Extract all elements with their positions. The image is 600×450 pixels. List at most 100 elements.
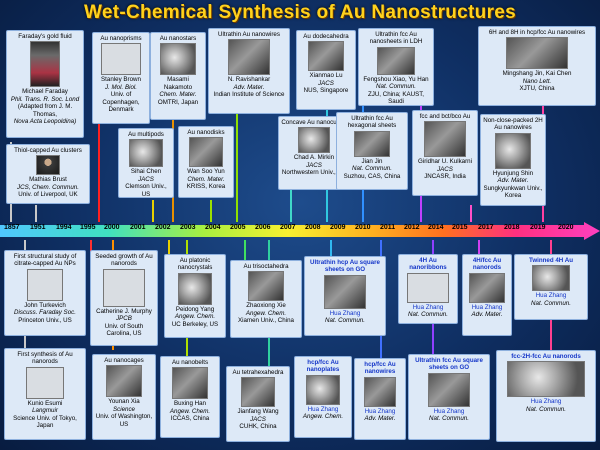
card-journal: JACS	[318, 79, 334, 87]
year-label: 2004	[205, 224, 221, 231]
card-nanobelts: Au nanobelts Buxing Han Angew. Chem. ICC…	[160, 356, 220, 438]
card-citrate-nps: First structural study of citrate-capped…	[4, 250, 86, 336]
card-4h-nanoribbons: 4H Au nanoribbons Hua Zhang Nat. Commun.	[398, 254, 458, 324]
card-author: Catherine J. Murphy	[96, 307, 152, 315]
tetrahexahedra-micrograph	[241, 377, 275, 408]
card-heading: hcp/fcc Au nanoplates	[306, 359, 340, 374]
year-label: 2006	[255, 224, 271, 231]
4h-nanorod-micrograph	[469, 272, 505, 303]
card-journal: Adv. Mater.	[497, 177, 529, 185]
year-label: 2001	[130, 224, 146, 231]
card-heading: Ultrathin fcc Au nanosheets in LDH	[369, 31, 423, 46]
card-fcc-bct: fcc and bct/bco Au Giridhar U. Kulkarni …	[412, 110, 478, 196]
card-author: N. Ravishankar	[227, 76, 271, 84]
card-author: Hua Zhang	[412, 303, 444, 311]
card-heading: Non-close-packed 2H Au nanowires	[483, 117, 543, 132]
connector-line	[210, 200, 212, 222]
card-journal: JPCB	[116, 315, 132, 323]
hexagonal-sheet-micrograph	[354, 130, 390, 157]
card-journal: JACS	[437, 165, 453, 173]
year-label: 2011	[380, 224, 396, 231]
nanoprism-micrograph	[101, 43, 141, 76]
connector-line	[35, 205, 37, 222]
timeline-arrow	[0, 222, 600, 240]
year-label: 2017	[478, 224, 494, 231]
year-label: 1857	[4, 224, 20, 231]
card-journal: Langmuir	[32, 407, 58, 415]
card-journal: Angew. Chem.	[169, 407, 211, 415]
card-first-nanorods: First synthesis of Au nanorods Kunio Esu…	[4, 348, 86, 440]
year-label: 2015	[452, 224, 468, 231]
year-label: 2020	[558, 224, 574, 231]
card-author: Wan Soo Yun	[187, 168, 225, 176]
card-heading: Au dodecahedra	[303, 33, 349, 40]
multipod-micrograph	[129, 139, 163, 168]
card-author: Hua Zhang	[329, 309, 361, 317]
card-affiliation: OMTRI, Japan	[157, 98, 199, 106]
card-heading: Faraday's gold fluid	[18, 33, 72, 40]
card-affiliation: JNCASR, India	[424, 173, 466, 181]
card-fcc-square-sheets: Ultrathin fcc Au square sheets on GO Hua…	[408, 354, 490, 440]
card-twinned-4h: Twinned 4H Au Hua Zhang Nat. Commun.	[514, 254, 588, 320]
card-affiliation: XJTU, China	[519, 85, 555, 93]
card-hexagonal-sheets: Ultrathin fcc Au hexagonal sheets Jian J…	[336, 112, 408, 190]
nanobelt-micrograph	[172, 367, 208, 400]
card-journal: Nat. Commun.	[325, 317, 365, 325]
nanocube-micrograph	[298, 127, 330, 154]
card-nanoprisms: Au nanoprisms Stanley Brown J. Mol. Biol…	[92, 32, 150, 124]
card-heading: fcc-2H-fcc Au nanorods	[511, 353, 581, 360]
card-author: Hua Zhang	[471, 303, 503, 311]
card-affiliation: Univ. of South Carolina, US	[104, 322, 144, 338]
card-heading: 4H/fcc Au nanorods	[472, 257, 502, 272]
card-author: Jian Jin	[361, 157, 383, 165]
card-author: Michael Faraday	[22, 88, 68, 96]
seeded-nanorod-micrograph	[103, 268, 145, 307]
card-author: Xianmao Lu	[309, 72, 343, 80]
fcc-square-sheet-micrograph	[428, 372, 470, 407]
card-affiliation: Sungkyunkwan Univ., Korea	[483, 184, 543, 200]
card-author: Zhaoxiong Xie	[246, 302, 286, 310]
card-journal: Chem. Mater.	[187, 175, 225, 183]
card-heading: Thiol-capped Au clusters	[14, 147, 82, 154]
card-platonic: Au platonic nanocrystals Peidong Yang An…	[164, 254, 226, 338]
card-journal: JCS, Chem. Commun.	[17, 183, 79, 191]
card-heading: Ultrathin Au nanowires	[218, 31, 280, 38]
card-author: Younan Xia	[108, 398, 140, 406]
card-author: Masami Nakamoto	[163, 76, 193, 91]
connector-line	[478, 240, 480, 254]
connector-line	[244, 240, 246, 260]
card-journal: Nano Lett.	[522, 77, 552, 85]
card-affiliation: Indian Institute of Science	[213, 91, 285, 99]
card-journal: Nat. Commun.	[526, 405, 566, 413]
card-nanocages: Au nanocages Younan Xia Science Univ. of…	[92, 354, 156, 440]
year-label: 2008	[305, 224, 321, 231]
connector-line	[236, 40, 238, 222]
card-heading: hcp/fcc Au nanowires	[364, 361, 396, 376]
card-dodecahedra: Au dodecahedra Xianmao Lu JACS NUS, Sing…	[296, 30, 356, 110]
year-label: 2009	[330, 224, 346, 231]
card-affiliation: NUS, Singapore	[303, 87, 349, 95]
card-thiol-clusters: Thiol-capped Au clusters Mathias Brust J…	[6, 144, 90, 204]
card-journal: Adv. Mater.	[233, 83, 265, 91]
6h-8h-nanowire-micrograph	[506, 37, 568, 70]
card-author: Hua Zhang	[530, 398, 562, 406]
card-nanostars: Au nanostars Masami Nakamoto Chem. Mater…	[150, 32, 206, 120]
card-author: Stanley Brown	[101, 76, 141, 84]
card-heading: Ultrathin fcc Au square sheets on GO	[415, 357, 483, 372]
hcp-nanowire-micrograph	[364, 376, 396, 407]
card-affiliation: Univ. of Copenhagen, Denmark	[102, 91, 140, 114]
nanocage-micrograph	[106, 365, 142, 398]
card-journal: Discuss. Faraday Soc.	[14, 309, 76, 317]
card-affiliation: Univ. of Liverpool, UK	[18, 191, 78, 199]
card-journal: Nat. Commun.	[531, 299, 571, 307]
card-heading: fcc and bct/bco Au	[419, 113, 471, 120]
card-heading: Ultrathin fcc Au hexagonal sheets	[347, 115, 397, 130]
card-hcp-nanoplates: hcp/fcc Au nanoplates Hua Zhang Angew. C…	[294, 356, 352, 438]
card-heading: 6H and 8H in hcp/fcc Au nanowires	[488, 29, 586, 36]
year-label: 2014	[428, 224, 444, 231]
card-journal: Nat. Commun.	[376, 83, 416, 91]
card-affiliation: CUHK, China	[239, 423, 277, 431]
card-hcp-square-sheets: Ultrathin hcp Au square sheets on GO Hua…	[304, 256, 386, 336]
card-author: Peidong Yang	[175, 305, 215, 313]
author-portrait	[36, 155, 60, 176]
